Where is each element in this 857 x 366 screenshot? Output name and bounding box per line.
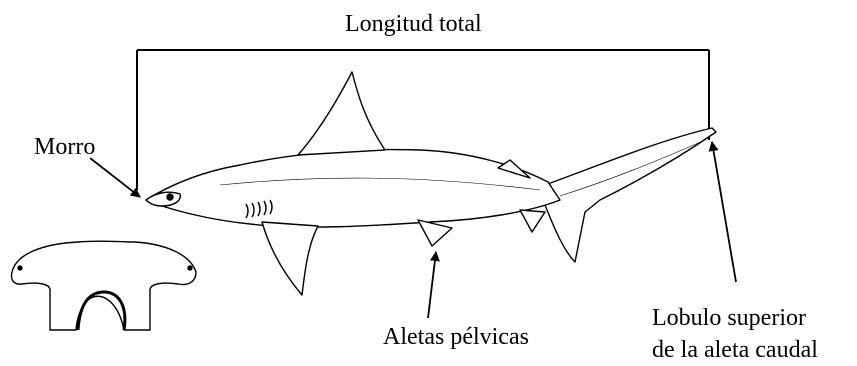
- shark-body-shape: [146, 150, 560, 228]
- shark-eye: [167, 194, 173, 200]
- head-ventral-view: [11, 241, 196, 330]
- snout-arrow: [90, 158, 140, 197]
- first-dorsal-fin: [298, 72, 385, 155]
- pelvic-fin: [418, 220, 452, 246]
- pectoral-fin: [262, 222, 318, 295]
- head-right-eye: [188, 266, 192, 270]
- head-left-eye: [18, 266, 22, 270]
- anal-fin: [520, 210, 545, 232]
- caudal-lobe-label-line2: de la aleta caudal: [652, 338, 818, 362]
- head-hammer-shape: [146, 192, 180, 206]
- caudal-fin-shape: [545, 128, 716, 262]
- pelvic-arrow: [428, 252, 436, 318]
- total-length-label: Longitud total: [345, 12, 482, 36]
- pelvic-fins-label: Aletas pélvicas: [383, 325, 529, 349]
- snout-label: Morro: [34, 135, 95, 159]
- caudal-lobe-arrow: [712, 142, 736, 282]
- caudal-lobe-label-line1: Lobulo superior: [652, 306, 806, 330]
- hammerhead-shark-illustration: [146, 72, 716, 295]
